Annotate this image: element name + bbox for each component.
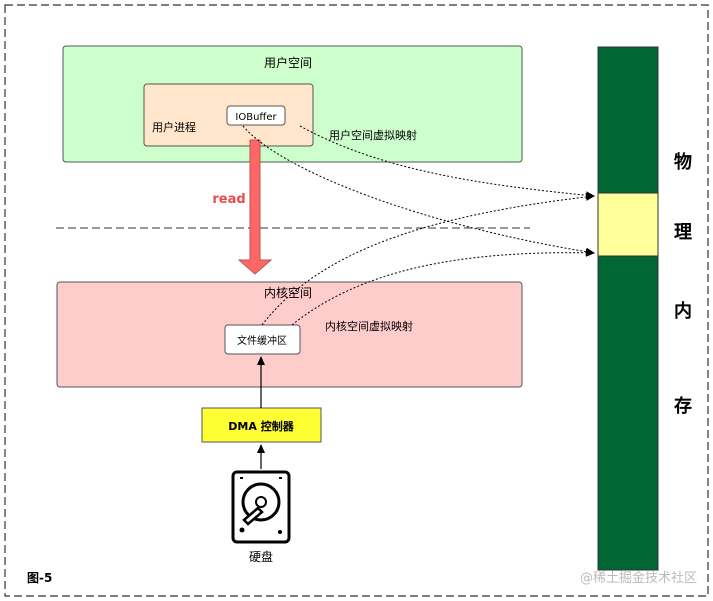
watermark: @稀土掘金技术社区 <box>580 570 697 586</box>
outer-frame <box>4 4 709 597</box>
dma-controller-label: DMA 控制器 <box>228 419 294 433</box>
mapped-memory-region <box>597 192 659 257</box>
user-vmap-curve-1 <box>242 125 595 256</box>
hard-disk-icon <box>231 470 291 544</box>
io-buffer-box <box>226 105 286 126</box>
file-buffer-label: 文件缓冲区 <box>237 334 287 347</box>
kernel-vmap-curve-2 <box>291 248 595 326</box>
io-buffer-label: IOBuffer <box>235 112 277 123</box>
kernel-space-label: 内核空间 <box>264 286 312 300</box>
read-label: read <box>212 192 245 207</box>
physical-memory-column <box>597 46 659 571</box>
user-space-label: 用户空间 <box>264 55 312 70</box>
user-process-label: 用户进程 <box>152 120 196 134</box>
disk-label: 硬盘 <box>249 549 273 564</box>
phys-mem-char-4: 存 <box>674 395 692 417</box>
phys-mem-char-1: 物 <box>674 151 692 173</box>
phys-mem-char-2: 理 <box>674 222 692 243</box>
user-vmap-label: 用户空间虚拟映射 <box>329 128 417 142</box>
kernel-vmap-label: 内核空间虚拟映射 <box>325 319 413 333</box>
phys-mem-char-3: 内 <box>674 300 692 322</box>
read-arrow <box>237 139 273 275</box>
figure-label: 图-5 <box>27 571 52 585</box>
user-vmap-curve-2 <box>299 125 595 200</box>
